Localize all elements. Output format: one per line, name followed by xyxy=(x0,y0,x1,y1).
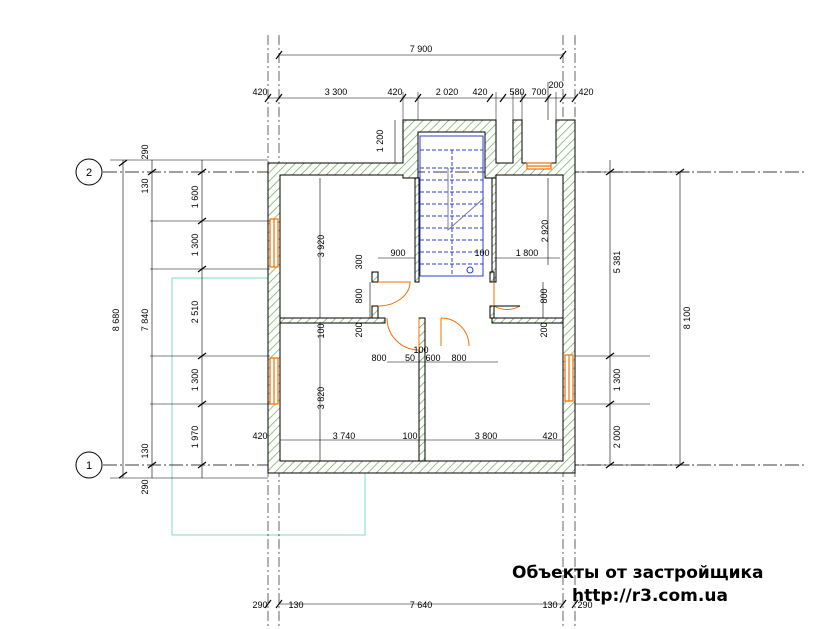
doors xyxy=(377,281,521,351)
dim-left-bot-290: 290 xyxy=(140,479,150,494)
dim-top-seg-8: 420 xyxy=(578,87,593,97)
extension-lines xyxy=(110,92,690,479)
dim-bottom-4: 130 xyxy=(542,600,557,610)
dim-overall-top: 7 900 xyxy=(410,44,433,54)
dim-800-right: 800 xyxy=(539,288,549,303)
dim-50: 50 xyxy=(405,353,415,363)
dim-200-left: 200 xyxy=(354,322,364,337)
dim-800-b2: 800 xyxy=(451,353,466,363)
dim-right-upper: 5 381 xyxy=(612,251,622,274)
dim-100-c: 100 xyxy=(413,345,428,355)
dim-top-seg-2: 3 300 xyxy=(325,87,348,97)
dim-room-bl-height: 3 820 xyxy=(316,387,326,410)
terrace-outline xyxy=(171,277,366,536)
dim-top-seg-7: 700 xyxy=(531,87,546,97)
dim-left-outer: 8 680 xyxy=(111,309,121,332)
dim-right-overall: 8 100 xyxy=(682,307,692,330)
dim-left-seg-4: 1 300 xyxy=(190,369,200,392)
axis-marker-1: 1 xyxy=(75,451,103,479)
dim-600: 600 xyxy=(425,353,440,363)
dim-bottom-3: 7 640 xyxy=(410,600,433,610)
dim-bottom-100: 100 xyxy=(402,431,417,441)
dimension-ticks xyxy=(118,50,685,609)
dim-top-seg-6: 580 xyxy=(509,87,524,97)
dim-100a: 100 xyxy=(474,248,489,258)
axis-label-2: 2 xyxy=(86,167,92,179)
dimension-lines xyxy=(122,54,681,605)
dim-room-tl-height: 3 920 xyxy=(316,235,326,258)
dim-top-seg-1: 420 xyxy=(252,87,267,97)
dim-left-seg-5: 1 970 xyxy=(190,426,200,449)
dim-bottom-5: 290 xyxy=(577,600,592,610)
interior-walls xyxy=(279,177,564,462)
dim-bottom-420-right: 420 xyxy=(542,431,557,441)
dim-left-seg-1: 1 600 xyxy=(190,186,200,209)
dim-left-inner: 7 840 xyxy=(140,309,150,332)
axis-label-1: 1 xyxy=(86,460,92,472)
dim-bottom-3800: 3 800 xyxy=(475,431,498,441)
dim-left-seg-3: 2 510 xyxy=(190,301,200,324)
dimension-labels: 7 900 420 3 300 420 2 020 420 580 700 42… xyxy=(111,44,692,610)
dim-left-top-290: 290 xyxy=(140,144,150,159)
dim-right-mid: 1 300 xyxy=(612,369,622,392)
dim-300: 300 xyxy=(354,254,364,269)
watermark-title: Объекты от застройщика xyxy=(512,563,764,583)
dim-left-bot-130: 130 xyxy=(140,443,150,458)
dim-top-seg-3: 420 xyxy=(387,87,402,97)
dim-bottom-1: 290 xyxy=(252,600,267,610)
dim-top-small: 200 xyxy=(548,80,563,90)
dim-100-v: 100 xyxy=(316,323,326,338)
dim-1800: 1 800 xyxy=(516,248,539,258)
dim-bottom-3740: 3 740 xyxy=(333,431,356,441)
axis-marker-2: 2 xyxy=(75,158,103,186)
dim-left-seg-2: 1 300 xyxy=(190,234,200,257)
dim-top-seg-5: 420 xyxy=(472,87,487,97)
dim-200-right: 200 xyxy=(539,322,549,337)
dim-top-seg-4: 2 020 xyxy=(436,87,459,97)
dim-bottom-2: 130 xyxy=(288,600,303,610)
dim-left-top-130: 130 xyxy=(140,178,150,193)
dim-right-low: 2 000 xyxy=(612,426,622,449)
dim-900: 900 xyxy=(390,248,405,258)
staircase xyxy=(419,135,485,277)
dim-bottom-420-left: 420 xyxy=(252,431,267,441)
dim-stair-ext: 1 200 xyxy=(375,130,385,153)
watermark-url: http://r3.com.ua xyxy=(572,586,728,606)
dim-2920: 2 920 xyxy=(540,220,550,243)
dim-800-b1: 800 xyxy=(371,353,386,363)
windows xyxy=(269,162,574,405)
dim-800-left: 800 xyxy=(354,288,364,303)
